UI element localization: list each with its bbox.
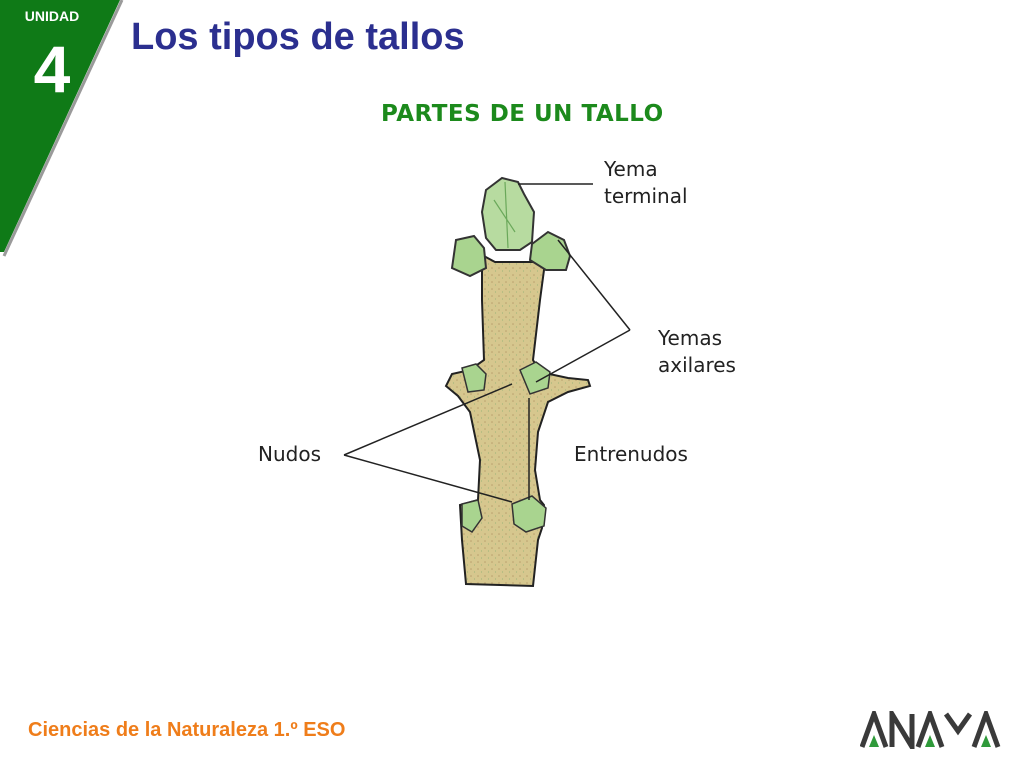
leader-lines <box>343 183 631 503</box>
label-terminal-bud-line1: Yema <box>604 157 658 181</box>
label-terminal-bud: Yema terminal <box>604 156 688 210</box>
terminal-bud <box>480 176 536 251</box>
label-terminal-bud-line2: terminal <box>604 184 688 208</box>
unit-badge-shape <box>0 0 124 257</box>
label-nodes: Nudos <box>258 442 321 466</box>
lower-axillary-buds <box>461 495 547 533</box>
label-internodes: Entrenudos <box>574 442 688 466</box>
middle-axillary-buds <box>461 361 551 395</box>
footer-course: Ciencias de la Naturaleza 1.º ESO <box>28 719 346 741</box>
label-axillary-buds: Yemas axilares <box>658 325 736 379</box>
page-title: Los tipos de tallos <box>131 16 465 58</box>
label-axillary-buds-line2: axilares <box>658 353 736 377</box>
label-axillary-buds-line1: Yemas <box>658 326 723 350</box>
diagram-heading: PARTES DE UN TALLO <box>381 101 664 127</box>
unit-number: 4 <box>33 32 71 106</box>
anaya-logo <box>860 711 1001 749</box>
unit-label: UNIDAD <box>24 8 80 24</box>
stem-body <box>444 251 592 588</box>
